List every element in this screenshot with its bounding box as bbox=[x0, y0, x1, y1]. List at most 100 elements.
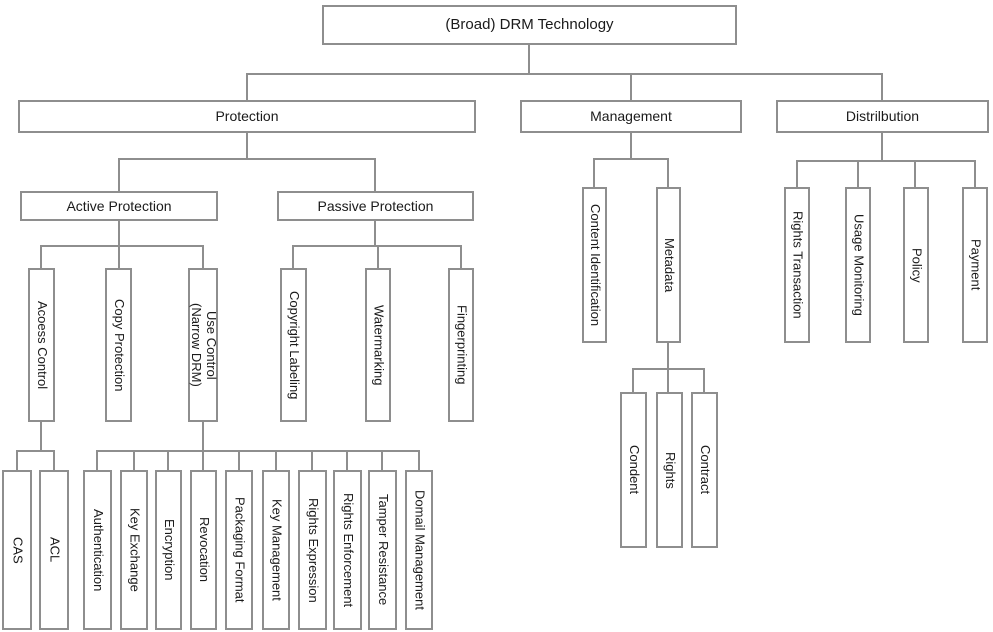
connector-line bbox=[796, 160, 798, 187]
connector-line bbox=[96, 450, 98, 470]
connector-line bbox=[118, 158, 120, 191]
connector-line bbox=[238, 450, 240, 470]
connector-line bbox=[118, 158, 376, 160]
node-packaging-format: Packaging Format bbox=[225, 470, 253, 630]
node-authentication: Authentication bbox=[83, 470, 112, 630]
node-key-management-label: Key Management bbox=[269, 499, 285, 601]
connector-line bbox=[346, 450, 348, 470]
node-watermarking: Watermarking bbox=[365, 268, 391, 422]
connector-line bbox=[202, 245, 204, 268]
connector-line bbox=[667, 343, 669, 368]
connector-line bbox=[593, 158, 595, 187]
node-cas-label: CAS bbox=[10, 536, 26, 564]
node-fingerprinting: Fingerprinting bbox=[448, 268, 474, 422]
node-distribution: Distrilbution bbox=[776, 100, 989, 133]
node-rights-expression-label: Rights Expression bbox=[305, 497, 321, 603]
connector-line bbox=[374, 221, 376, 245]
node-contract-sub: Contract bbox=[691, 392, 718, 548]
node-usage-monitoring-label: Usage Monitoring bbox=[851, 214, 867, 316]
connector-line bbox=[593, 158, 669, 160]
node-contract-sub-label: Contract bbox=[697, 445, 713, 495]
node-management-label: Management bbox=[590, 108, 672, 125]
connector-line bbox=[202, 422, 204, 450]
node-use-control-narrow-drm: Use Control (Narrow DRM) bbox=[188, 268, 219, 422]
node-usage-monitoring: Usage Monitoring bbox=[845, 187, 871, 343]
node-management: Management bbox=[520, 100, 742, 133]
node-tamper-resistance-label: Tamper Resistance bbox=[375, 494, 391, 606]
node-revocation-label: Revocation bbox=[196, 517, 212, 583]
connector-line bbox=[460, 245, 462, 268]
connector-line bbox=[40, 245, 204, 247]
node-content-identification-label: Content Identification bbox=[587, 203, 603, 327]
node-rights-expression: Rights Expression bbox=[298, 470, 327, 630]
node-rights-sub: Rights bbox=[656, 392, 683, 548]
connector-line bbox=[381, 450, 383, 470]
node-rights-enforcement-label: Rights Enforcement bbox=[340, 492, 356, 608]
node-use-control-narrow-drm-label: Use Control (Narrow DRM) bbox=[189, 303, 219, 387]
node-authentication-label: Authentication bbox=[90, 508, 106, 592]
connector-line bbox=[632, 368, 634, 392]
node-watermarking-label: Watermarking bbox=[371, 304, 387, 386]
connector-line bbox=[167, 450, 169, 470]
connector-line bbox=[881, 133, 883, 160]
connector-line bbox=[246, 73, 883, 75]
node-key-exchange: Key Exchange bbox=[120, 470, 148, 630]
node-encryption-label: Encryption bbox=[161, 519, 177, 581]
connector-line bbox=[796, 160, 976, 162]
node-domain-management-label: Domail Management bbox=[412, 490, 428, 610]
node-encryption: Encryption bbox=[155, 470, 182, 630]
node-copy-protection: Copy Protection bbox=[105, 268, 132, 422]
node-active-protection-label: Active Protection bbox=[66, 197, 172, 214]
node-access-control: Acoess Control bbox=[28, 268, 55, 422]
node-policy-label: Policy bbox=[909, 247, 925, 283]
node-tamper-resistance: Tamper Resistance bbox=[368, 470, 397, 630]
node-payment-label: Payment bbox=[968, 239, 984, 291]
node-content-sub-label: Condent bbox=[626, 445, 642, 495]
node-copyright-labeling-label: Copyright Labeling bbox=[286, 290, 302, 400]
connector-line bbox=[377, 245, 379, 268]
connector-line bbox=[53, 450, 55, 470]
node-access-control-label: Acoess Control bbox=[34, 300, 50, 390]
connector-line bbox=[246, 133, 248, 158]
node-cas: CAS bbox=[2, 470, 32, 630]
connector-line bbox=[418, 450, 420, 470]
connector-line bbox=[118, 245, 120, 268]
connector-line bbox=[275, 450, 277, 470]
connector-line bbox=[667, 368, 669, 392]
node-policy: Policy bbox=[903, 187, 929, 343]
connector-line bbox=[246, 73, 248, 100]
connector-line bbox=[630, 73, 632, 100]
node-broad-drm-technology: (Broad) DRM Technology bbox=[322, 5, 737, 45]
connector-line bbox=[857, 160, 859, 187]
node-key-exchange-label: Key Exchange bbox=[127, 508, 143, 592]
connector-line bbox=[133, 450, 135, 470]
connector-line bbox=[881, 73, 883, 100]
node-copy-protection-label: Copy Protection bbox=[111, 298, 127, 392]
node-active-protection: Active Protection bbox=[20, 191, 218, 221]
connector-line bbox=[974, 160, 976, 187]
connector-line bbox=[374, 158, 376, 191]
connector-line bbox=[40, 245, 42, 268]
node-content-identification: Content Identification bbox=[582, 187, 607, 343]
node-fingerprinting-label: Fingerprinting bbox=[454, 305, 470, 385]
node-broad-drm-technology-label: (Broad) DRM Technology bbox=[445, 16, 614, 34]
node-passive-protection: Passive Protection bbox=[277, 191, 474, 221]
connector-line bbox=[914, 160, 916, 187]
node-rights-sub-label: Rights bbox=[662, 451, 678, 489]
connector-line bbox=[96, 450, 420, 452]
connector-line bbox=[202, 450, 204, 470]
node-metadata: Metadata bbox=[656, 187, 681, 343]
node-domain-management: Domail Management bbox=[405, 470, 433, 630]
node-rights-enforcement: Rights Enforcement bbox=[333, 470, 362, 630]
node-passive-protection-label: Passive Protection bbox=[317, 197, 434, 214]
connector-line bbox=[528, 45, 530, 73]
node-payment: Payment bbox=[962, 187, 988, 343]
node-acl-label: ACL bbox=[47, 537, 63, 563]
node-packaging-format-label: Packaging Format bbox=[232, 497, 248, 603]
node-key-management: Key Management bbox=[262, 470, 290, 630]
connector-line bbox=[40, 422, 42, 450]
node-content-sub: Condent bbox=[620, 392, 647, 548]
node-acl: ACL bbox=[39, 470, 69, 630]
connector-line bbox=[16, 450, 18, 470]
